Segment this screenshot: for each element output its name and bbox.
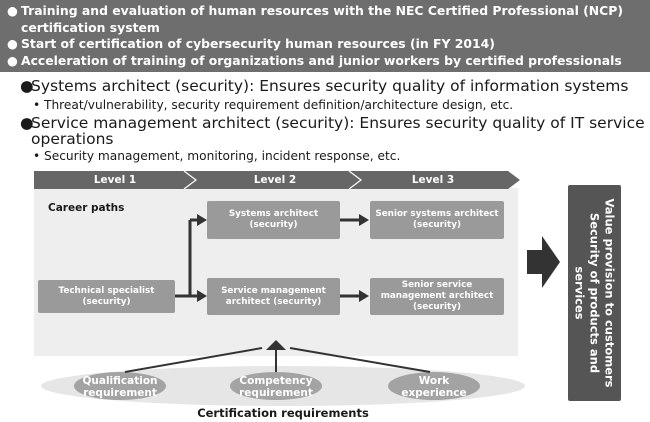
level-2-chevron <box>184 171 361 189</box>
arrow-to-senior-systems-architect <box>359 214 369 226</box>
career-paths-label: Career paths <box>48 202 125 214</box>
level-3-label: Level 3 <box>411 174 455 186</box>
requirements-arrowhead <box>266 340 286 350</box>
work-experience-oval <box>388 372 480 400</box>
arrow-to-senior-service-management-architect <box>359 290 369 302</box>
bullet-icon: • <box>33 98 41 112</box>
bullet-service-management-architect-cont: operations <box>31 130 114 148</box>
bullet-icon: ● <box>20 114 34 132</box>
sub-bullet-service-management-architect: •Security management, monitoring, incide… <box>33 149 401 163</box>
service-management-architect-box: Service management architect (security) <box>207 278 340 315</box>
value-provision-box <box>568 185 621 401</box>
level-1-chevron <box>34 171 196 189</box>
bullet-icon: ● <box>7 3 18 18</box>
level-2-label: Level 2 <box>253 174 297 186</box>
value-provision-text: Value provision to customers Security of… <box>572 198 617 388</box>
bullet-icon: ● <box>7 52 18 68</box>
summary-line-3: ● Acceleration of training of organizati… <box>7 52 622 68</box>
certification-requirements-label: Certification requirements <box>197 406 369 420</box>
level-3-chevron <box>349 171 520 189</box>
bullet-icon: ● <box>20 77 34 95</box>
qualification-requirement-label: Qualification requirement <box>82 375 158 399</box>
summary-line-2: ● Start of certification of cybersecurit… <box>7 36 495 51</box>
sub-bullet-systems-architect: •Threat/vulnerability, security requirem… <box>33 98 514 112</box>
competency-requirement-label: Competency requirement <box>239 375 313 399</box>
level-1-label: Level 1 <box>93 174 137 186</box>
competency-oval <box>230 372 322 400</box>
summary-line-1-cont: certification system <box>21 19 160 35</box>
summary-line-1: ● Training and evaluation of human resou… <box>7 3 623 18</box>
arrow-to-service-management-architect <box>197 290 207 302</box>
bullet-service-management-architect: ●Service management architect (security)… <box>20 114 645 132</box>
bullet-systems-architect: ●Systems architect (security): Ensures s… <box>20 77 629 95</box>
qualification-oval <box>74 372 166 400</box>
technical-specialist-box: Technical specialist (security) <box>38 280 175 313</box>
summary-box: ● Training and evaluation of human resou… <box>0 0 650 72</box>
work-experience-label: Work experience <box>401 375 467 399</box>
big-right-arrow <box>527 236 560 288</box>
systems-architect-box: Systems architect (security) <box>207 201 340 239</box>
arrow-to-systems-architect <box>197 214 207 226</box>
senior-systems-architect-box: Senior systems architect (security) <box>370 201 504 239</box>
bullet-icon: • <box>33 149 41 163</box>
bullet-icon: ● <box>7 36 18 51</box>
senior-service-management-architect-box: Senior service management architect (sec… <box>370 278 504 315</box>
